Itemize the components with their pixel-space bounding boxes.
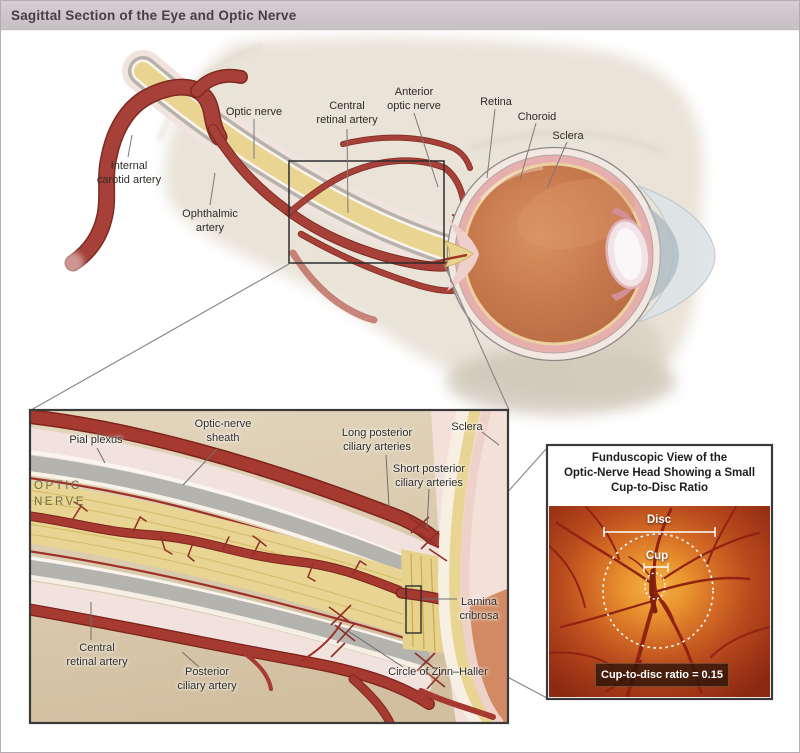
- label-retina: Retina: [480, 96, 512, 108]
- illustration-canvas: [28, 37, 774, 725]
- lens: [605, 218, 651, 290]
- label-cup: Cup: [645, 550, 669, 562]
- cup-to-disc-caption: Cup-to-disc ratio = 0.15: [595, 663, 729, 687]
- label-ophthalmic-artery: Ophthalmic artery: [182, 208, 238, 235]
- zoom-region-rectangle: [288, 160, 445, 264]
- label-sclera: Sclera: [552, 130, 584, 142]
- inset-leader-lines: [90, 431, 500, 668]
- label-circle-of-zinn-haller: Circle of Zinn–Haller: [388, 666, 488, 678]
- label-posterior-ciliary-artery: Posterior ciliary artery: [177, 666, 237, 693]
- fundus-panel-heading: Funduscopic View of the Optic-Nerve Head…: [563, 452, 756, 494]
- title-bar: Sagittal Section of the Eye and Optic Ne…: [1, 1, 799, 31]
- label-optic-nerve: Optic nerve: [225, 106, 283, 118]
- eye-globe: [446, 146, 716, 362]
- main-leader-lines: [127, 108, 568, 214]
- label-long-posterior-ciliary-arteries: Long posterior ciliary arteries: [341, 427, 413, 454]
- ciliary-vessel-mesh: [328, 516, 448, 690]
- cup-dotted-outline: [644, 572, 666, 600]
- lamina-zoom-rectangle: [405, 585, 422, 634]
- label-central-retinal-artery: Central retinal artery: [316, 100, 378, 127]
- label-lamina-cribrosa: Lamina cribrosa: [459, 596, 499, 623]
- label-central-retinal-artery-inset: Central retinal artery: [66, 642, 128, 669]
- label-sclera-inset: Sclera: [451, 421, 483, 433]
- inset-panel-border: [28, 408, 510, 725]
- cup-measure-line: [643, 563, 669, 572]
- label-optic-nerve-caps: OPTIC NERVE: [34, 480, 86, 508]
- disc-measure-line: [603, 527, 716, 537]
- label-anterior-optic-nerve: Anterior optic nerve: [387, 86, 441, 113]
- arteries: [58, 68, 473, 324]
- label-choroid: Choroid: [517, 111, 557, 123]
- optic-nerve-band: [122, 50, 484, 275]
- label-internal-carotid-artery: Internal carotid artery: [96, 160, 162, 187]
- figure-title: Sagittal Section of the Eye and Optic Ne…: [11, 8, 297, 23]
- disc-dotted-outline: [602, 533, 714, 649]
- label-disc: Disc: [646, 514, 672, 526]
- main-illustration-art: [58, 37, 716, 415]
- inset-panel-art: [31, 411, 507, 722]
- fundus-panel-border: [545, 443, 774, 701]
- label-pial-plexus: Pial plexus: [69, 434, 123, 446]
- label-short-posterior-ciliary-arteries: Short posterior ciliary arteries: [392, 463, 466, 490]
- label-optic-nerve-sheath: Optic-nerve sheath: [194, 418, 252, 445]
- fundus-panel-art: [545, 443, 774, 701]
